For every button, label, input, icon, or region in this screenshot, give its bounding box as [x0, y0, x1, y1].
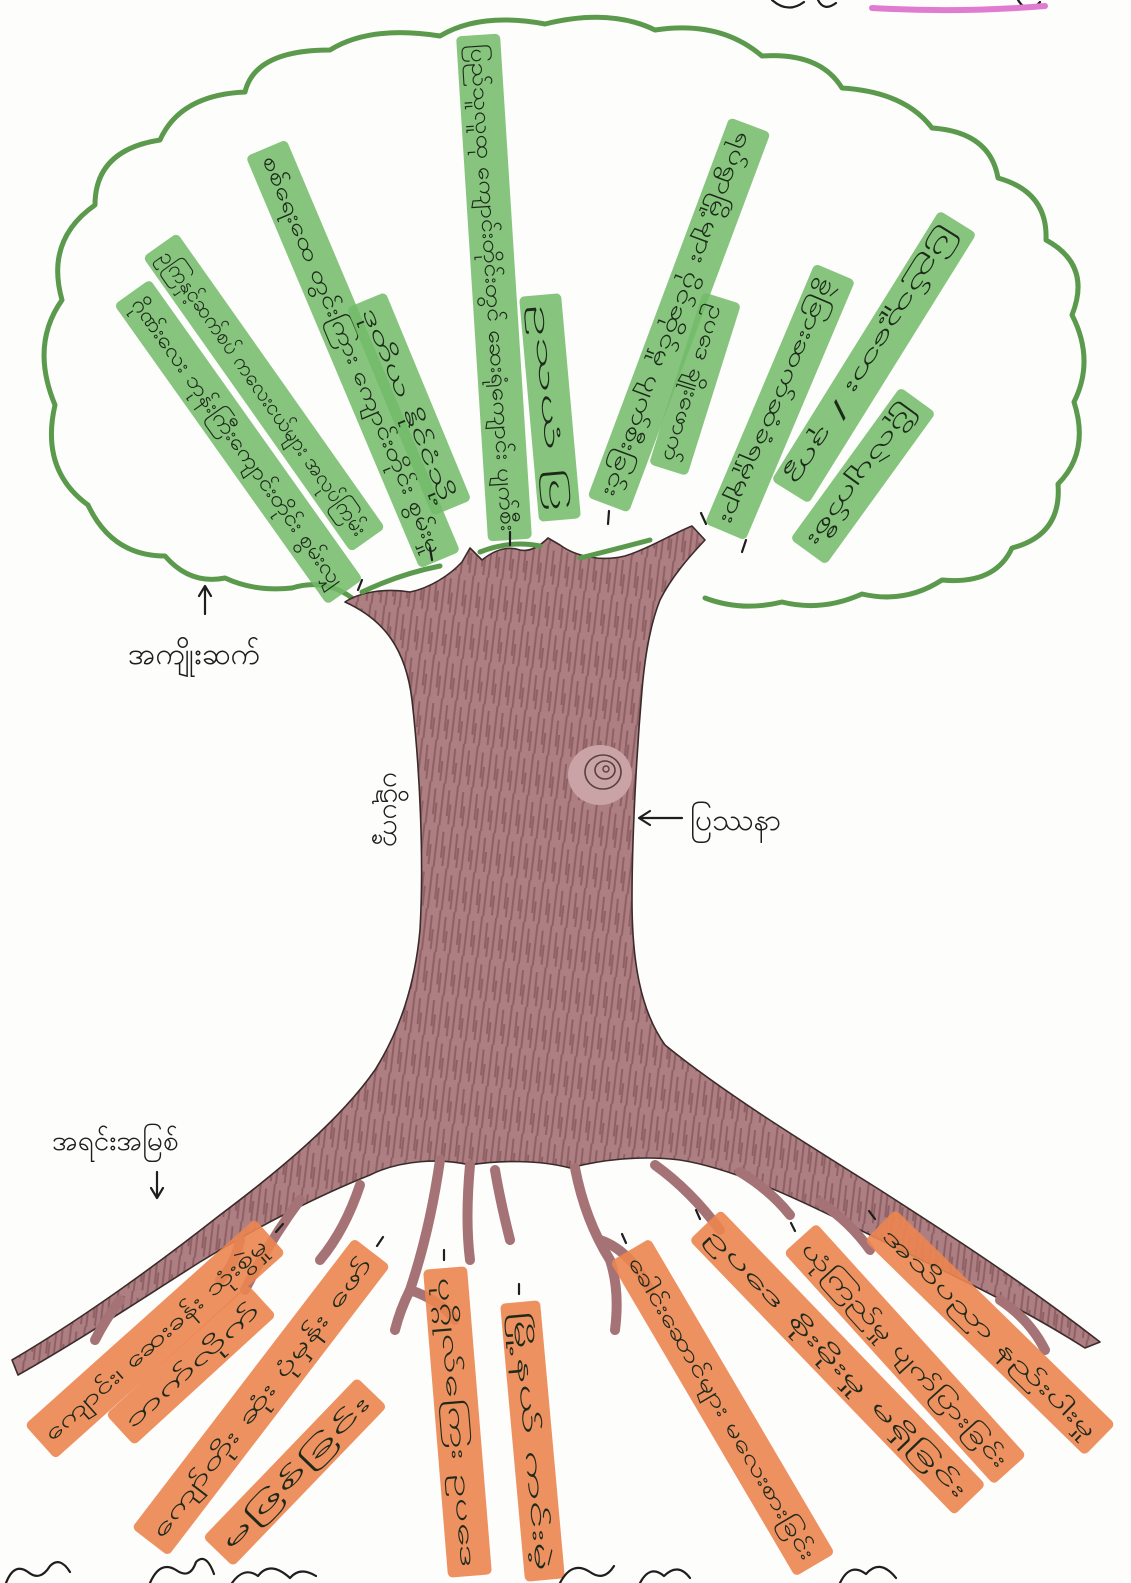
effects-label: အကျိုးဆက် — [128, 637, 260, 678]
problem-label: ပြဿနာ — [690, 801, 781, 844]
rootlet — [468, 1165, 471, 1260]
trunk-knot — [568, 745, 632, 805]
tick-mark — [608, 511, 609, 524]
root-causes-label: အရင်းအမြစ် — [52, 1122, 179, 1163]
knot-area — [568, 745, 632, 805]
